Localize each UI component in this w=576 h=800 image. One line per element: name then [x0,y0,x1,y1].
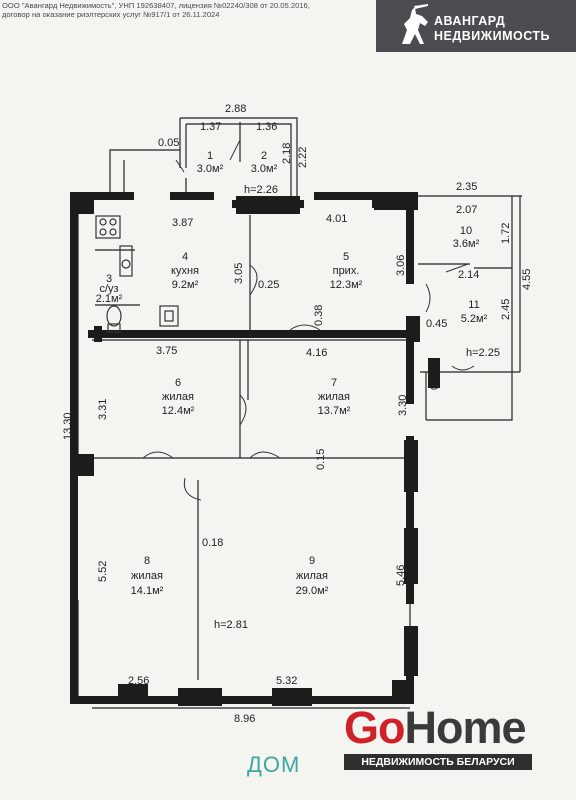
dim-label: 2.56 [128,675,149,687]
dim-label: 2.45 [500,299,512,320]
dim-label: h=2.25 [466,347,500,359]
logo-line-1: АВАНГАРД [434,14,506,28]
avangard-logo: АВАНГАРД НЕДВИЖИМОСТЬ [376,0,576,52]
gohome-wordmark: GoHome [344,702,527,754]
dim-label: 3.31 [97,399,109,420]
room-2-area: 3.0м² [251,163,278,175]
logo-line-2: НЕДВИЖИМОСТЬ [434,29,551,43]
property-type-caption: ДОМ [247,752,301,777]
room-8-area: 14.1м² [131,585,164,597]
room-11-number: 11 [468,299,479,311]
room-9-name: жилая [296,570,328,582]
room-4-area: 9.2м² [172,279,199,291]
dim-label: 5.52 [97,561,109,582]
room-6-area: 12.4м² [162,405,195,417]
room-7-area: 13.7м² [318,405,351,417]
dim-label: 3.87 [172,217,193,229]
license-line: ООО "Авангард Недвижимость", УНП 1926384… [2,1,310,10]
dim-label: 1.37 [200,121,221,133]
dim-label: 4.55 [521,269,533,290]
brand-home: Home [404,702,527,753]
dim-label: 0.25 [258,279,279,291]
dim-label: 2.35 [456,181,477,193]
license-line: договор на оказание риэлтерских услуг №9… [2,10,220,19]
dim-label: 0.15 [315,449,327,470]
dim-label: 0.17 [429,369,441,390]
room-7-number: 7 [331,377,337,389]
brand-subtitle: НЕДВИЖИМОСТЬ БЕЛАРУСИ [344,754,532,770]
room-9-area: 29.0м² [296,585,329,597]
dim-label: 3.30 [397,395,409,416]
room-9-number: 9 [309,555,315,567]
dim-label: 3.75 [156,345,177,357]
dim-label: 5.46 [395,565,407,586]
room-3-area: 2.1м² [96,293,123,305]
room-2-number: 2 [261,150,267,162]
room-8-name: жилая [131,570,163,582]
knight-on-horse-icon [402,4,428,44]
room-5-number: 5 [343,251,349,263]
gohome-logo: GoHome НЕДВИЖИМОСТЬ БЕЛАРУСИ [344,702,534,772]
room-8-number: 8 [144,555,150,567]
room-1-number: 1 [207,150,213,162]
dim-label: 2.18 [281,143,293,164]
room-7-name: жилая [318,391,350,403]
dim-label: 2.07 [456,204,477,216]
room-3-name: с/уз [99,283,118,295]
room-10-number: 10 [460,225,472,237]
dim-label: h=2.26 [244,184,278,196]
room-5-area: 12.3м² [330,279,363,291]
room-6-number: 6 [175,377,181,389]
dim-label: 0.18 [202,537,223,549]
dim-label: 0.05 [158,137,179,149]
dim-label: 3.05 [233,263,245,284]
dim-label: 5.32 [276,675,297,687]
room-4-number: 4 [182,251,188,263]
room-11-area: 5.2м² [461,313,488,325]
room-5-name: прих. [333,265,360,277]
dim-label: h=2.81 [214,619,248,631]
room-1-area: 3.0м² [197,163,224,175]
dim-label: 1.72 [500,223,512,244]
dim-label: 13.30 [62,412,74,440]
dim-label: 3.06 [395,255,407,276]
dim-label: 2.22 [297,147,309,168]
dim-label: 0.38 [313,305,325,326]
dim-label: 4.16 [306,347,327,359]
dim-label: 8.96 [234,713,255,725]
dim-label: 2.88 [225,103,246,115]
dim-label: 1.36 [256,121,277,133]
room-10-area: 3.6м² [453,238,480,250]
dim-label: 0.45 [426,318,447,330]
room-6-name: жилая [162,391,194,403]
dim-label: 2.14 [458,269,479,281]
room-3-number: 3 [106,273,112,285]
license-header: ООО "Авангард Недвижимость", УНП 1926384… [2,1,372,19]
dim-label: 4.01 [326,213,347,225]
room-4-name: кухня [171,265,199,277]
brand-go: Go [344,702,405,753]
